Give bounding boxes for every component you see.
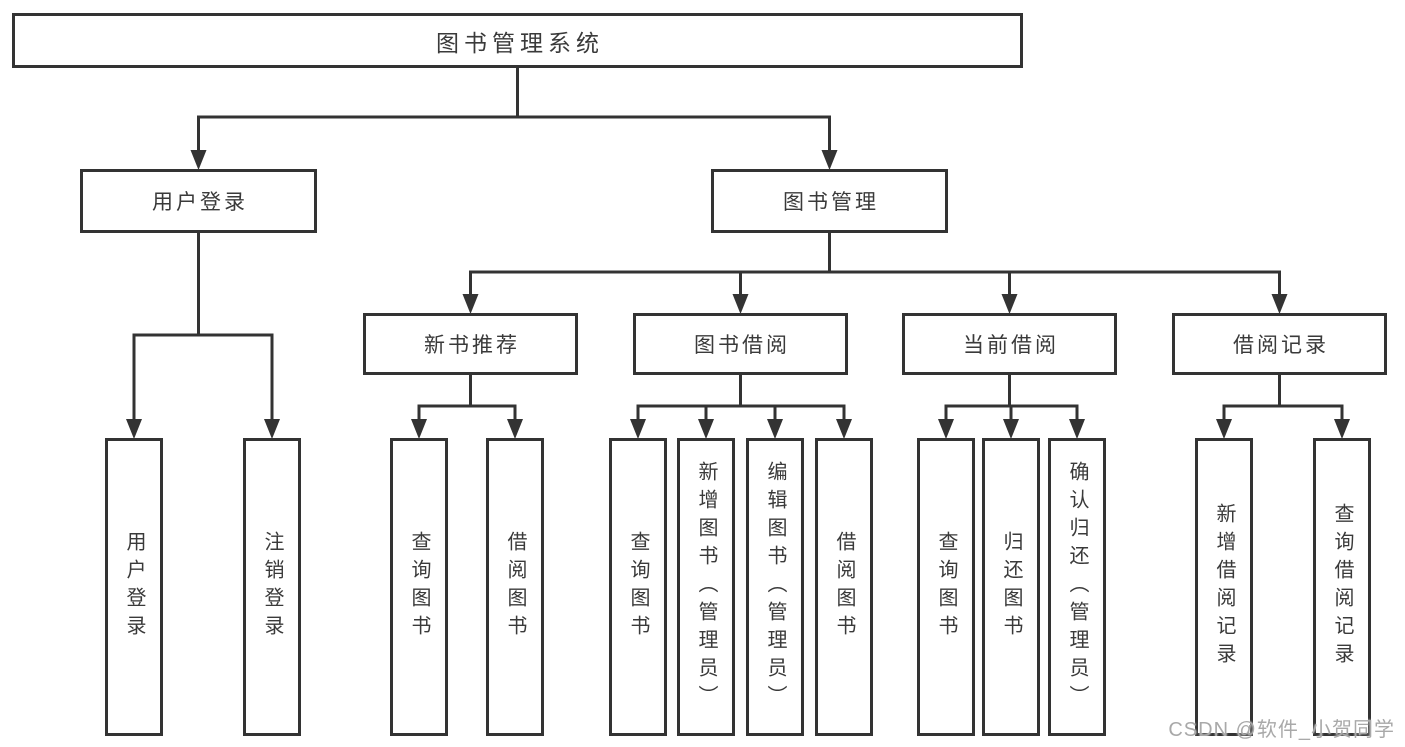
arrowhead-icon — [1271, 294, 1288, 314]
edge-current-borrow — [938, 373, 1085, 439]
node-leaf-logout: 注销登录 — [243, 438, 301, 736]
node-label-current-borrow: 当前借阅 — [963, 334, 1059, 357]
arrowhead-icon — [821, 150, 838, 170]
node-label-leaf-add-borrow-record: 新增借阅记录 — [1213, 503, 1235, 671]
node-leaf-add-book: 新增图书（管理员） — [677, 438, 735, 736]
node-book-mgmt: 图书管理 — [711, 169, 948, 233]
node-leaf-confirm-return: 确认归还（管理员） — [1048, 438, 1106, 736]
node-user-login: 用户登录 — [80, 169, 317, 233]
arrowhead-icon — [411, 419, 427, 439]
node-label-leaf-query-book-2: 查询图书 — [627, 531, 649, 643]
node-new-book-rec: 新书推荐 — [363, 313, 578, 375]
arrowhead-icon — [767, 419, 783, 439]
arrowhead-icon — [126, 419, 142, 439]
node-label-user-login: 用户登录 — [152, 191, 248, 214]
node-label-book-borrow: 图书借阅 — [694, 334, 790, 357]
node-leaf-query-book-1: 查询图书 — [390, 438, 448, 736]
node-label-leaf-logout: 注销登录 — [261, 531, 283, 643]
node-leaf-query-book-3: 查询图书 — [917, 438, 975, 736]
arrowhead-icon — [190, 150, 207, 170]
arrowhead-icon — [1069, 419, 1085, 439]
edge-path — [1222, 373, 1344, 423]
node-label-leaf-user-login: 用户登录 — [123, 531, 145, 643]
watermark-text: CSDN @软件_小贺同学 — [1168, 719, 1395, 741]
node-label-leaf-borrow-book-2: 借阅图书 — [833, 531, 855, 643]
node-leaf-edit-book: 编辑图书（管理员） — [746, 438, 804, 736]
node-leaf-query-borrow-record: 查询借阅记录 — [1313, 438, 1371, 736]
node-book-borrow: 图书借阅 — [633, 313, 848, 375]
node-borrow-records: 借阅记录 — [1172, 313, 1387, 375]
node-label-leaf-confirm-return: 确认归还（管理员） — [1066, 461, 1088, 713]
arrowhead-icon — [630, 419, 646, 439]
arrowhead-icon — [264, 419, 280, 439]
node-label-leaf-add-book: 新增图书（管理员） — [695, 461, 717, 713]
edge-book-mgmt — [462, 231, 1288, 314]
arrowhead-icon — [462, 294, 479, 314]
edge-path — [417, 373, 517, 423]
arrowhead-icon — [698, 419, 714, 439]
node-leaf-query-book-2: 查询图书 — [609, 438, 667, 736]
node-label-leaf-query-borrow-record: 查询借阅记录 — [1331, 503, 1353, 671]
arrowhead-icon — [836, 419, 852, 439]
edge-new-book-rec — [411, 373, 523, 439]
node-label-leaf-query-book-3: 查询图书 — [935, 531, 957, 643]
edge-path — [132, 231, 274, 423]
edge-path — [944, 373, 1079, 423]
node-label-leaf-return-book: 归还图书 — [1000, 531, 1022, 643]
node-leaf-user-login: 用户登录 — [105, 438, 163, 736]
edge-path — [197, 66, 831, 154]
arrowhead-icon — [732, 294, 749, 314]
arrowhead-icon — [1001, 294, 1018, 314]
edge-book-borrow — [630, 373, 852, 439]
node-label-book-mgmt: 图书管理 — [783, 191, 879, 214]
node-label-borrow-records: 借阅记录 — [1233, 334, 1329, 357]
node-leaf-add-borrow-record: 新增借阅记录 — [1195, 438, 1253, 736]
node-label-leaf-query-book-1: 查询图书 — [408, 531, 430, 643]
node-current-borrow: 当前借阅 — [902, 313, 1117, 375]
arrowhead-icon — [938, 419, 954, 439]
arrowhead-icon — [1003, 419, 1019, 439]
edge-user-login — [126, 231, 280, 439]
arrowhead-icon — [1334, 419, 1350, 439]
node-leaf-borrow-book-2: 借阅图书 — [815, 438, 873, 736]
node-leaf-return-book: 归还图书 — [982, 438, 1040, 736]
node-label-new-book-rec: 新书推荐 — [424, 334, 520, 357]
arrowhead-icon — [1216, 419, 1232, 439]
node-root: 图书管理系统 — [12, 13, 1023, 68]
edge-path — [636, 373, 846, 423]
edge-borrow-records — [1216, 373, 1350, 439]
node-leaf-borrow-book-1: 借阅图书 — [486, 438, 544, 736]
node-label-leaf-borrow-book-1: 借阅图书 — [504, 531, 526, 643]
edge-root — [190, 66, 838, 170]
arrowhead-icon — [507, 419, 523, 439]
edge-path — [469, 231, 1281, 298]
node-label-root: 图书管理系统 — [436, 29, 604, 56]
node-label-leaf-edit-book: 编辑图书（管理员） — [764, 461, 786, 713]
